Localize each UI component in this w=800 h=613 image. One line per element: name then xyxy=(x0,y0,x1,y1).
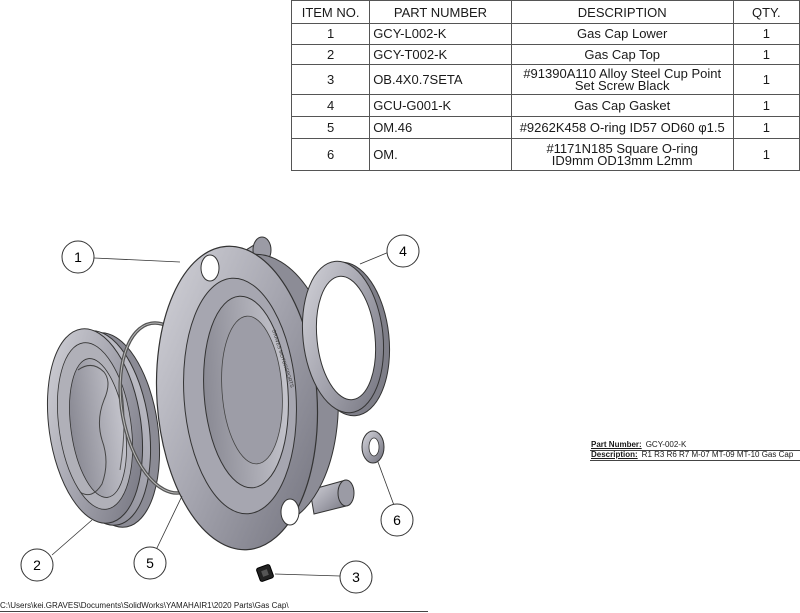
title-block: Part Number: GCY-002-K Description: R1 R… xyxy=(591,440,793,460)
balloon-5-label: 5 xyxy=(146,555,154,571)
bill-of-materials-table: ITEM NO. PART NUMBER DESCRIPTION QTY. 1 … xyxy=(290,0,800,171)
bom-header-part-number: PART NUMBER xyxy=(369,0,512,24)
part-number-label: Part Number: xyxy=(591,440,642,449)
balloon-6: 6 xyxy=(380,503,414,537)
bom-qty: 1 xyxy=(732,138,800,171)
bom-part-number: OB.4X0.7SETA xyxy=(369,64,512,95)
bom-row: 6 OM. #1171N185 Square O-ring ID9mm OD13… xyxy=(290,138,800,171)
bom-header-item: ITEM NO. xyxy=(290,0,371,24)
bom-row: 1 GCY-L002-K Gas Cap Lower 1 xyxy=(290,23,800,45)
gas-cap-gasket-part xyxy=(301,260,391,417)
bom-item-no: 3 xyxy=(290,64,371,95)
part-number-row: Part Number: GCY-002-K xyxy=(591,440,793,450)
balloon-5: 5 xyxy=(133,546,167,580)
bom-description-line: #91390A110 Alloy Steel Cup Point xyxy=(523,65,722,81)
file-path-underline xyxy=(0,611,428,612)
bom-item-no: 5 xyxy=(290,116,371,139)
gas-cap-lower-part: GRAVES MOTORSPORTS xyxy=(155,236,355,551)
bom-qty: 1 xyxy=(732,64,800,95)
balloon-4: 4 xyxy=(386,234,420,268)
bom-header-qty: QTY. xyxy=(732,0,800,24)
description-label: Description: xyxy=(591,450,638,459)
balloon-1: 1 xyxy=(61,240,95,274)
balloon-2: 2 xyxy=(20,548,54,582)
bom-description-line: ID9mm OD13mm L2mm xyxy=(551,152,693,168)
balloon-1-label: 1 xyxy=(74,249,82,265)
bom-part-number: GCY-L002-K xyxy=(369,23,512,45)
bom-row: 3 OB.4X0.7SETA #91390A110 Alloy Steel Cu… xyxy=(290,64,800,95)
balloon-3: 3 xyxy=(339,560,373,594)
bom-row: 4 GCU-G001-K Gas Cap Gasket 1 xyxy=(290,94,800,117)
description-value: R1 R3 R6 R7 M-07 MT-09 MT-10 Gas Cap xyxy=(641,450,794,459)
set-screw-part xyxy=(256,564,274,582)
balloon-4-label: 4 xyxy=(399,243,407,259)
balloon-2-label: 2 xyxy=(33,557,41,573)
bom-header-row: ITEM NO. PART NUMBER DESCRIPTION QTY. xyxy=(290,0,800,24)
part-number-value: GCY-002-K xyxy=(645,440,687,449)
gas-cap-top-part xyxy=(46,328,161,528)
description-row: Description: R1 R3 R6 R7 M-07 MT-09 MT-1… xyxy=(591,450,793,460)
leader-lines xyxy=(51,251,396,577)
square-o-ring-part xyxy=(361,430,385,464)
title-block-divider xyxy=(590,450,800,451)
balloon-3-label: 3 xyxy=(352,569,360,585)
bom-description: #1171N185 Square O-ring ID9mm OD13mm L2m… xyxy=(510,138,734,171)
bom-description: #9262K458 O-ring ID57 OD60 φ1.5 xyxy=(510,116,734,139)
bom-qty: 1 xyxy=(732,94,800,117)
bom-row: 5 OM.46 #9262K458 O-ring ID57 OD60 φ1.5 … xyxy=(290,116,800,139)
bom-description-line: Set Screw Black xyxy=(574,77,670,93)
file-path: C:\Users\kei.GRAVES\Documents\SolidWorks… xyxy=(0,601,289,610)
title-block-divider xyxy=(590,460,800,461)
bom-description: Gas Cap Top xyxy=(510,44,734,65)
bom-part-number: OM. xyxy=(369,138,512,171)
bom-part-number: GCY-T002-K xyxy=(369,44,512,65)
bom-description-line: #1171N185 Square O-ring xyxy=(546,140,698,156)
bom-item-no: 6 xyxy=(290,138,371,171)
balloon-6-label: 6 xyxy=(393,512,401,528)
bom-description: #91390A110 Alloy Steel Cup Point Set Scr… xyxy=(510,64,734,95)
